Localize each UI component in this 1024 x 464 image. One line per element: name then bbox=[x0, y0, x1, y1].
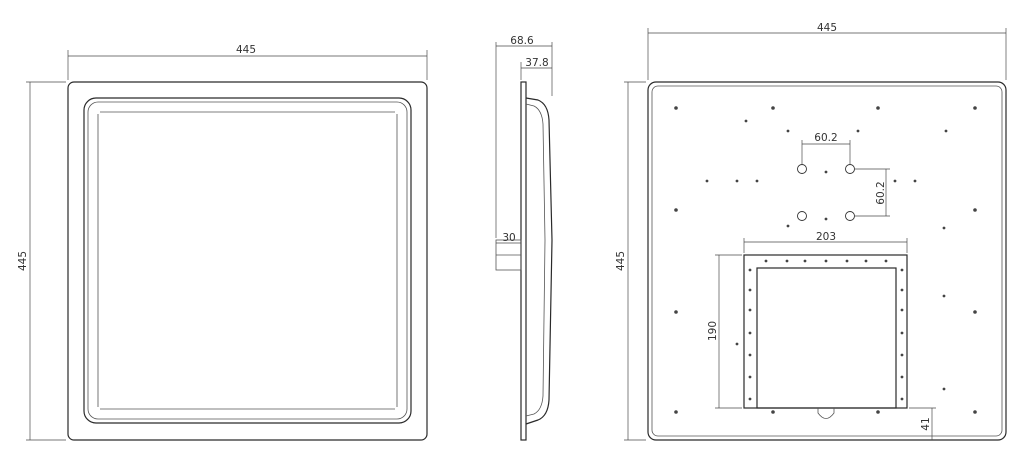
rear-screw-hole bbox=[942, 226, 946, 230]
rear-screw-hole bbox=[824, 217, 828, 221]
rear-connector-cutout bbox=[817, 408, 835, 419]
rear-cutout-screw bbox=[764, 259, 768, 263]
front-view: 445 445 bbox=[17, 44, 428, 441]
front-outer-frame bbox=[67, 81, 428, 441]
rear-hole-spacing-v-label: 60.2 bbox=[875, 181, 887, 204]
rear-cutout-screw bbox=[864, 259, 868, 263]
side-view: 68.6 37.8 30 bbox=[495, 35, 553, 441]
rear-screw-hole bbox=[944, 129, 948, 133]
rear-cutout-offset-label: 41 bbox=[920, 417, 932, 430]
rear-screw-hole bbox=[674, 208, 678, 212]
side-radome-inner-line bbox=[525, 103, 546, 417]
rear-cutout-screw bbox=[803, 259, 807, 263]
rear-cutout-width-label: 203 bbox=[816, 231, 836, 243]
rear-cutout-screw bbox=[900, 331, 904, 335]
rear-hole-spacing-h-label: 60.2 bbox=[814, 132, 837, 144]
rear-cutout-inner bbox=[756, 267, 897, 409]
rear-cutout-screw bbox=[900, 268, 904, 272]
side-mount-plate bbox=[520, 81, 527, 441]
rear-cutout-height-label: 190 bbox=[707, 321, 719, 341]
rear-cutout-width-dimension: 203 bbox=[743, 231, 908, 253]
front-radome-inner bbox=[87, 101, 408, 420]
rear-screw-hole bbox=[973, 410, 977, 414]
rear-cutout-screw bbox=[748, 268, 752, 272]
side-mount-depth-dimension: 30 bbox=[496, 232, 521, 244]
rear-view: 60.2 60.2 bbox=[615, 22, 1007, 441]
rear-screw-hole bbox=[771, 106, 775, 110]
rear-screw-hole bbox=[973, 208, 977, 212]
rear-screw-hole bbox=[913, 179, 917, 183]
rear-cutout-outer bbox=[743, 254, 908, 409]
rear-screw-hole bbox=[674, 106, 678, 110]
rear-bracket-hole bbox=[797, 164, 807, 174]
rear-inner-frame bbox=[651, 85, 1003, 437]
front-height-dimension: 445 bbox=[17, 81, 66, 441]
rear-cutout-height-dimension: 190 bbox=[707, 254, 742, 409]
rear-cutout-screw bbox=[900, 375, 904, 379]
side-depth-body-dimension: 37.8 bbox=[520, 57, 552, 80]
rear-cutout-screw bbox=[748, 375, 752, 379]
rear-screw-hole bbox=[973, 106, 977, 110]
side-mount-depth-label: 30 bbox=[502, 232, 515, 244]
rear-cutout-screw bbox=[824, 259, 828, 263]
rear-hole-spacing-v-dimension: 60.2 bbox=[855, 168, 890, 217]
side-depth-total-label: 68.6 bbox=[510, 35, 534, 47]
rear-cutout-screw bbox=[884, 259, 888, 263]
rear-screw-hole bbox=[735, 179, 739, 183]
rear-height-dimension: 445 bbox=[615, 81, 646, 441]
rear-cutout-screw bbox=[900, 308, 904, 312]
front-radome-bevel bbox=[97, 111, 398, 410]
rear-cutout-screw bbox=[748, 288, 752, 292]
rear-screw-hole bbox=[824, 170, 828, 174]
rear-cutout-screw bbox=[748, 331, 752, 335]
rear-screw-hole bbox=[786, 129, 790, 133]
rear-cutout-screw bbox=[735, 342, 739, 346]
rear-screw-hole bbox=[876, 410, 880, 414]
rear-screw-hole bbox=[973, 310, 977, 314]
rear-perimeter-holes bbox=[674, 106, 977, 414]
rear-screw-hole bbox=[942, 387, 946, 391]
rear-cutout-screw bbox=[900, 353, 904, 357]
rear-screw-hole bbox=[744, 119, 748, 123]
side-radome-profile bbox=[525, 97, 553, 425]
rear-width-dimension: 445 bbox=[647, 22, 1007, 80]
front-radome-outer bbox=[83, 97, 412, 424]
rear-cutout-screw bbox=[845, 259, 849, 263]
rear-width-label: 445 bbox=[817, 22, 837, 34]
rear-bracket-hole bbox=[845, 164, 855, 174]
rear-screw-hole bbox=[876, 106, 880, 110]
rear-bracket-hole bbox=[797, 211, 807, 221]
rear-outer-frame bbox=[647, 81, 1007, 441]
rear-cutout-screw bbox=[748, 353, 752, 357]
rear-screw-hole bbox=[893, 179, 897, 183]
rear-screw-hole bbox=[786, 224, 790, 228]
rear-cutout-screw bbox=[900, 288, 904, 292]
rear-screw-hole bbox=[942, 294, 946, 298]
rear-bracket-holes bbox=[797, 164, 855, 221]
rear-screw-hole bbox=[674, 310, 678, 314]
front-width-dimension: 445 bbox=[67, 44, 428, 80]
side-depth-body-label: 37.8 bbox=[525, 57, 548, 69]
rear-cutout-screw bbox=[785, 259, 789, 263]
rear-bracket-hole bbox=[845, 211, 855, 221]
front-height-label: 445 bbox=[17, 251, 29, 271]
rear-screw-hole bbox=[771, 410, 775, 414]
rear-cutout-screw bbox=[748, 308, 752, 312]
rear-height-label: 445 bbox=[615, 251, 627, 271]
rear-screw-hole bbox=[674, 410, 678, 414]
side-depth-total-dimension: 68.6 bbox=[495, 35, 553, 238]
front-width-label: 445 bbox=[236, 44, 256, 56]
rear-screw-hole bbox=[705, 179, 709, 183]
rear-hole-spacing-h-dimension: 60.2 bbox=[801, 132, 851, 164]
rear-cutout-screw bbox=[900, 397, 904, 401]
rear-cutout-plate bbox=[735, 254, 908, 419]
rear-screw-hole bbox=[856, 129, 860, 133]
rear-screw-hole bbox=[755, 179, 759, 183]
rear-cutout-screw bbox=[748, 397, 752, 401]
rear-cutout-offset-dimension: 41 bbox=[909, 407, 936, 440]
